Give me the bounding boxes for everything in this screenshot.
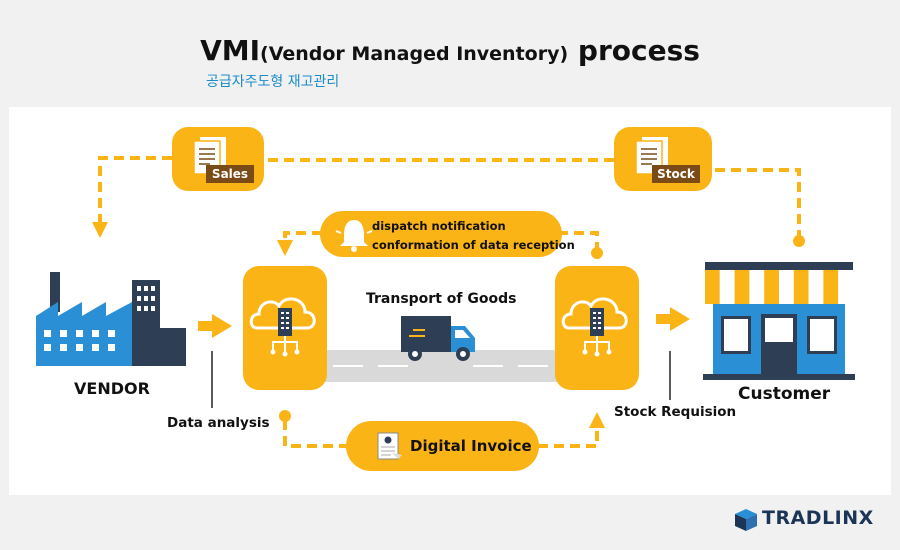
notification-line-2: conformation of data reception [372,238,575,252]
page-title: VMI(Vendor Managed Inventory) process [200,34,700,67]
dot-right-cloud [591,247,603,259]
arrow-right-icon [198,314,232,338]
arrow-right-icon [656,307,690,331]
bell-icon [335,220,373,252]
data-analysis-label: Data analysis [167,415,270,431]
stock-tag: Stock [652,165,700,183]
stock-requisition-label: Stock Requision [614,404,737,420]
customer-cloud-box [555,266,639,390]
arrowhead-down-left-cloud [277,240,293,256]
brand-name: TRADLINX [762,507,874,529]
arrowhead-up-right-cloud [589,412,605,428]
page-subtitle: 공급자주도형 재고관리 [206,74,340,90]
customer-to-stock-line [712,168,801,240]
vendor-label: VENDOR [74,379,150,398]
truck-icon [401,316,475,361]
notify-right-line [560,231,599,252]
tradlinx-logo-icon [735,509,757,531]
road [323,350,561,382]
vendor-cloud-box [243,266,327,390]
arrowhead-down-vendor [92,222,108,238]
invoice-right-line [538,428,599,448]
sales-tag: Sales [206,165,254,183]
cloud-server-icon [561,297,628,357]
store-icon [703,262,855,380]
sales-to-vendor-line [98,156,172,222]
sales-document-box: Sales [172,127,264,191]
road-markings [333,365,548,367]
notification-box [320,211,562,257]
transport-label: Transport of Goods [366,291,517,307]
digital-invoice-box [346,421,539,471]
dot-customer [793,235,805,247]
invoice-left-line [283,420,348,448]
notification-line-1: dispatch notification [372,219,506,233]
invoice-icon [377,432,402,460]
dot-left-cloud [279,410,291,422]
notification-text: dispatch notification conformation of da… [372,217,575,255]
document-icon [635,137,668,175]
stock-document-box: Stock [614,127,712,191]
cloud-server-icon [249,297,316,357]
customer-label: Customer [738,384,831,404]
factory-icon [36,272,186,366]
digital-invoice-label: Digital Invoice [410,437,532,455]
